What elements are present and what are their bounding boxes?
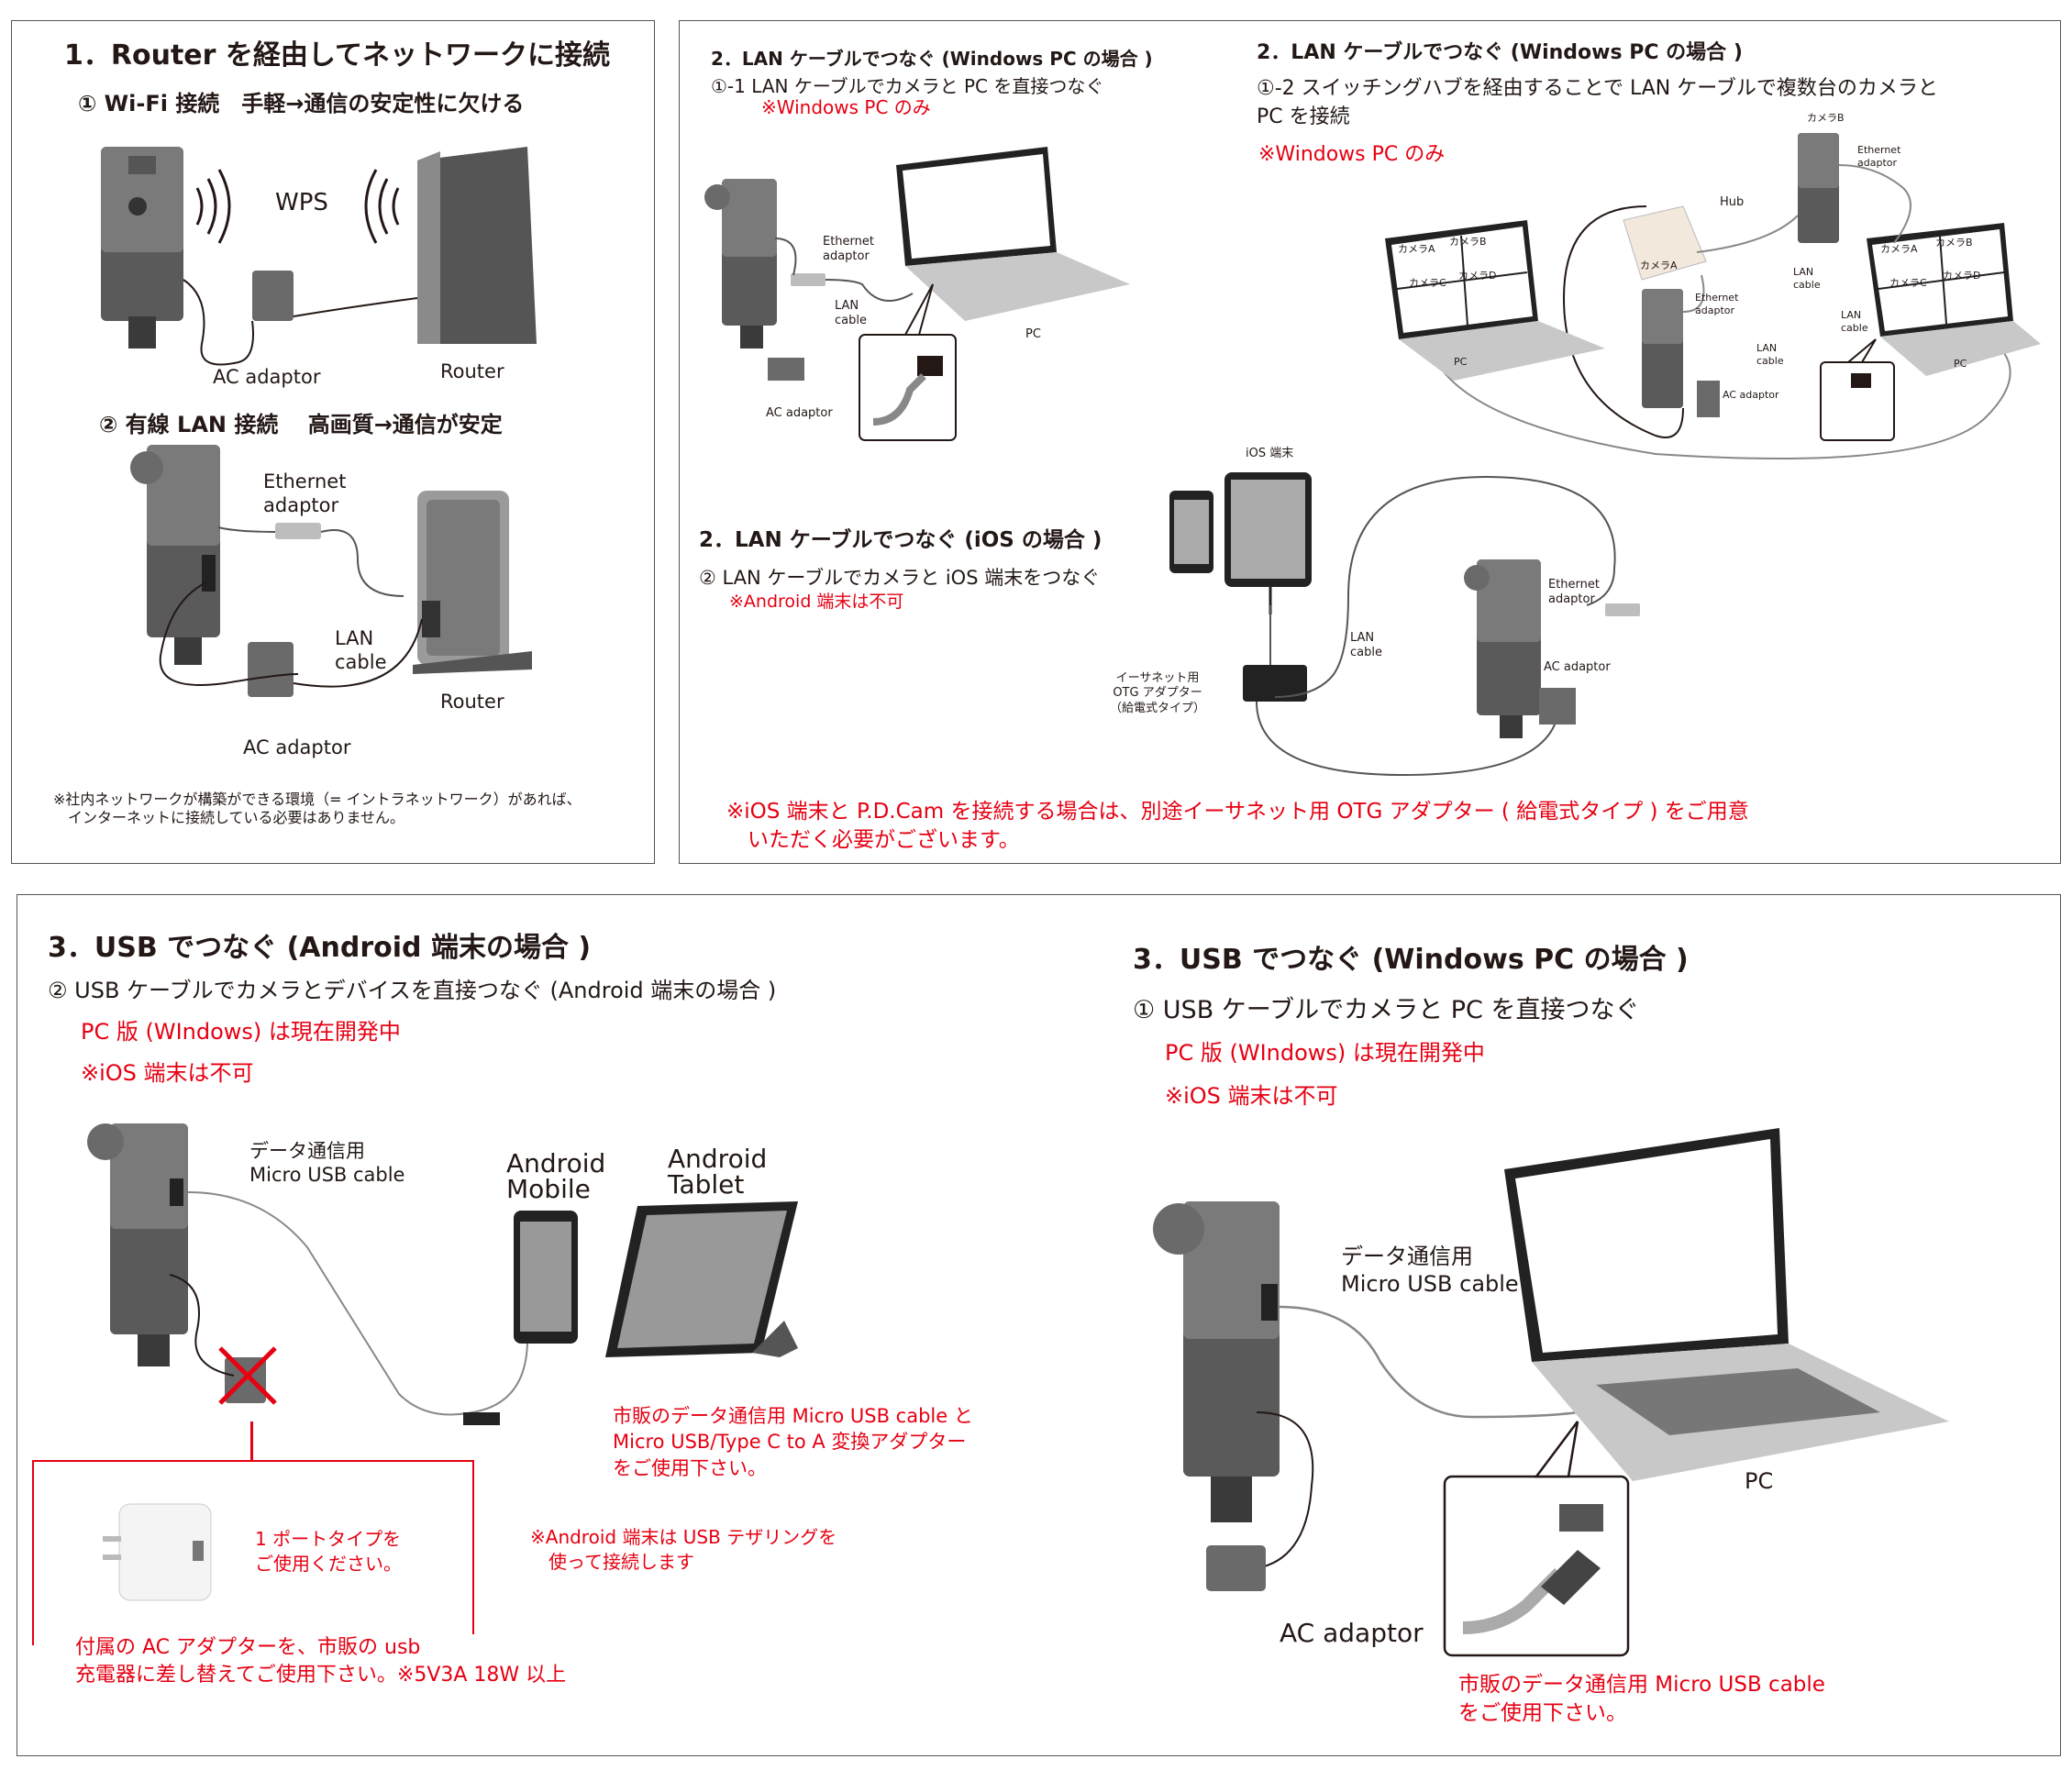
ios-eth-label: Ethernet adaptor — [1548, 578, 1600, 607]
hub-cam-b-label: カメラB — [1807, 112, 1845, 124]
ios-lan-label: LAN cable — [1350, 631, 1382, 660]
lan-windows-hub-note: ※Windows PC のみ — [1258, 143, 1446, 166]
lan-direct-ac-label: AC adaptor — [766, 406, 833, 420]
lan-cable-label-1: LAN cable — [335, 627, 387, 674]
usb-android-sub: ② USB ケーブルでカメラとデバイスを直接つなぐ (Android 端末の場合… — [48, 978, 777, 1003]
usb-windows-title: 3．USB でつなぐ (Windows PC の場合 ) — [1133, 944, 1689, 976]
usb-windows-sub: ① USB ケーブルでカメラと PC を直接つなぐ — [1133, 996, 1640, 1024]
hub-lan-label-1: LAN cable — [1793, 266, 1821, 291]
usb-windows-red-1: PC 版 (WIndows) は現在開発中 — [1165, 1040, 1485, 1066]
usb-windows-ac-label: AC adaptor — [1280, 1618, 1424, 1648]
tethering-note: ※Android 端末は USB テザリングを 使って接続します — [530, 1526, 837, 1573]
router-label-2: Router — [440, 691, 504, 713]
panel-router-title: 1．Router を経由してネットワークに接続 — [64, 39, 610, 72]
lan-hub-illustration — [1385, 133, 2041, 459]
lan-ios-title: 2．LAN ケーブルでつなぐ (iOS の場合 ) — [699, 528, 1102, 552]
hub-lan-label-3: LAN cable — [1756, 342, 1784, 367]
otg-adaptor-label: イーサネット用 OTG アダプター （給電式タイプ） — [1110, 671, 1206, 715]
wired-illustration — [130, 445, 532, 697]
usb-android-red-1: PC 版 (WIndows) は現在開発中 — [81, 1019, 401, 1045]
usb-windows-red-2: ※iOS 端末は不可 — [1165, 1083, 1338, 1109]
usb-android-red-2: ※iOS 端末は不可 — [81, 1060, 254, 1086]
charger-box — [32, 1460, 474, 1645]
usb-windows-illustration — [1153, 1128, 1949, 1657]
wifi-illustration — [101, 147, 537, 366]
lan-ios-note: ※Android 端末は不可 — [729, 592, 904, 612]
hub-lan-label-2: LAN cable — [1841, 309, 1868, 334]
usb-charger-icon — [103, 1503, 212, 1601]
lan-windows-direct-note: ※Windows PC のみ — [761, 96, 931, 118]
ios-device-label: iOS 端末 — [1246, 447, 1294, 460]
usb-windows-buy-note: 市販のデータ通信用 Micro USB cable をご使用下さい。 — [1458, 1673, 1825, 1726]
ios-ac-label: AC adaptor — [1544, 660, 1611, 674]
hub-cam-a-label: カメラA — [1640, 260, 1678, 271]
one-port-note: 1 ポートタイプを ご使用ください。 — [255, 1528, 402, 1575]
laptop2-cam-b: カメラB — [1935, 237, 1973, 249]
laptop2-cam-a: カメラA — [1880, 243, 1918, 255]
wired-heading: ② 有線 LAN 接続 高画質→通信が安定 — [99, 412, 503, 437]
charger-connector — [250, 1422, 253, 1460]
laptop1-cam-c: カメラC — [1409, 277, 1446, 289]
lan-windows-hub-sub: ①-2 スイッチングハブを経由することで LAN ケーブルで複数台のカメラと P… — [1257, 77, 1938, 128]
wps-label: WPS — [275, 189, 328, 216]
laptop2-cam-d: カメラD — [1943, 270, 1981, 282]
android-mobile-label: Android Mobile — [506, 1148, 606, 1204]
lan-windows-direct-title: 2．LAN ケーブルでつなぐ (Windows PC の場合 ) — [711, 48, 1153, 70]
usb-android-cable-label: データ通信用 Micro USB cable — [249, 1140, 405, 1187]
laptop2-cam-c: カメラC — [1889, 277, 1927, 289]
hub-ac-label: AC adaptor — [1723, 389, 1779, 401]
laptop1-cam-b: カメラB — [1449, 236, 1487, 248]
usb-android-title: 3．USB でつなぐ (Android 端末の場合 ) — [48, 932, 592, 964]
usb-windows-pc-label: PC — [1745, 1468, 1774, 1494]
lan-direct-eth-label: Ethernet adaptor — [823, 235, 874, 264]
usb-buy-note: 市販のデータ通信用 Micro USB cable と Micro USB/Ty… — [613, 1405, 973, 1479]
lan-ios-sub: ② LAN ケーブルでカメラと iOS 端末をつなぐ — [699, 567, 1101, 589]
ios-bottom-note: ※iOS 端末と P.D.Cam を接続する場合は、別途イーサネット用 OTG … — [726, 800, 1749, 853]
usb-android-illustration — [87, 1123, 798, 1425]
lan-ios-illustration — [1169, 472, 1640, 777]
ethernet-adaptor-label-1: Ethernet adaptor — [263, 470, 347, 517]
lan-direct-pc-label: PC — [1025, 327, 1041, 341]
ac-adaptor-label-1: AC adaptor — [213, 366, 321, 388]
android-tablet-label: Android Tablet — [668, 1144, 768, 1200]
router-label-1: Router — [440, 360, 504, 382]
intranet-note: ※社内ネットワークが構築ができる環境（= イントラネットワーク）があれば、 イン… — [53, 791, 582, 826]
lan-direct-illustration — [704, 147, 1130, 441]
wifi-heading: ① Wi-Fi 接続 手軽→通信の安定性に欠ける — [78, 91, 525, 116]
hub-pc-label-2: PC — [1954, 358, 1967, 370]
hub-eth-label-1: Ethernet adaptor — [1857, 144, 1901, 169]
lan-direct-lan-label: LAN cable — [835, 299, 867, 328]
ac-adaptor-label-2: AC adaptor — [243, 736, 351, 758]
lan-windows-hub-title: 2．LAN ケーブルでつなぐ (Windows PC の場合 ) — [1257, 41, 1743, 64]
laptop1-cam-a: カメラA — [1398, 243, 1435, 255]
replace-adaptor-note: 付属の AC アダプターを、市販の usb 充電器に差し替えてご使用下さい。※5… — [75, 1634, 567, 1689]
hub-eth-label-2: Ethernet adaptor — [1695, 292, 1739, 316]
hub-pc-label-1: PC — [1454, 356, 1468, 368]
hub-label: Hub — [1720, 195, 1745, 209]
usb-windows-cable-label: データ通信用 Micro USB cable — [1341, 1244, 1519, 1297]
laptop1-cam-d: カメラD — [1458, 270, 1497, 282]
lan-windows-direct-sub: ①-1 LAN ケーブルでカメラと PC を直接つなぐ — [711, 75, 1104, 97]
